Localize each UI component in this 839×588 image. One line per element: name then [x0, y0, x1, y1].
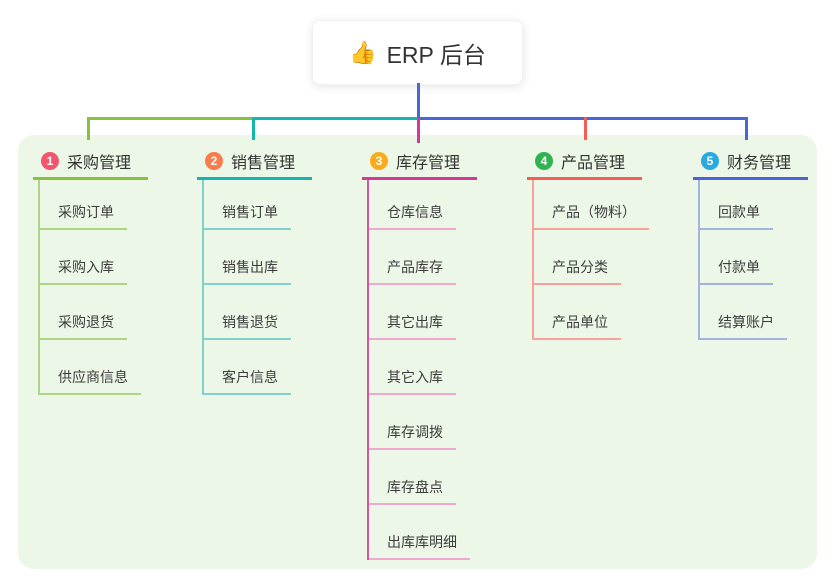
connector-drop-inventory: [417, 117, 420, 143]
node-product-stock[interactable]: 产品库存: [367, 257, 456, 285]
connector-drop-purchase: [87, 117, 90, 140]
node-purchase-return[interactable]: 采购退货: [38, 312, 127, 340]
node-stock-count[interactable]: 库存盘点: [367, 477, 456, 505]
node-settlement-account[interactable]: 结算账户: [698, 312, 787, 340]
node-stock-transfer[interactable]: 库存调拨: [367, 422, 456, 450]
node-customer-info[interactable]: 客户信息: [202, 367, 291, 395]
branch-product: 4 产品管理 产品（物料） 产品分类 产品单位: [527, 150, 697, 340]
node-other-outbound[interactable]: 其它出库: [367, 312, 456, 340]
node-product-unit[interactable]: 产品单位: [532, 312, 621, 340]
badge-5: 5: [701, 151, 719, 170]
branch-inventory-children: 仓库信息 产品库存 其它出库 其它入库 库存调拨 库存盘点 出库库明细: [367, 180, 532, 560]
branch-product-label: 产品管理: [561, 154, 626, 172]
branch-finance-label: 财务管理: [727, 154, 792, 172]
badge-4: 4: [535, 151, 553, 170]
node-product-material[interactable]: 产品（物料）: [532, 202, 649, 230]
branch-inventory-stem: [367, 180, 369, 560]
connector-horizontal-purchase: [87, 117, 254, 120]
connector-horizontal-finance: [417, 117, 748, 120]
branches-panel: [18, 135, 817, 569]
badge-2: 2: [205, 151, 223, 170]
node-outbound-detail[interactable]: 出库库明细: [367, 532, 470, 560]
node-payment-bill[interactable]: 付款单: [698, 257, 773, 285]
node-sales-order[interactable]: 销售订单: [202, 202, 291, 230]
branch-purchase-label: 采购管理: [67, 154, 132, 172]
node-warehouse-info[interactable]: 仓库信息: [367, 202, 456, 230]
branch-finance-stem: [698, 180, 700, 340]
branch-product-stem: [532, 180, 534, 340]
badge-1: 1: [41, 151, 59, 170]
connector-horizontal-sales: [252, 117, 418, 120]
branch-purchase-children: 采购订单 采购入库 采购退货 供应商信息: [38, 180, 203, 395]
connector-drop-product: [584, 117, 587, 140]
thumbs-up-icon: 👍: [349, 39, 377, 65]
branch-sales-stem: [202, 180, 204, 395]
branch-purchase-node[interactable]: 1 采购管理: [33, 150, 148, 180]
root-node[interactable]: 👍 ERP 后台: [312, 20, 523, 85]
branch-finance-children: 回款单 付款单 结算账户: [698, 180, 839, 340]
branch-sales-node[interactable]: 2 销售管理: [197, 150, 312, 180]
branch-purchase: 1 采购管理 采购订单 采购入库 采购退货 供应商信息: [33, 150, 203, 395]
branch-sales: 2 销售管理 销售订单 销售出库 销售退货 客户信息: [197, 150, 367, 395]
branch-inventory-label: 库存管理: [396, 154, 461, 172]
node-other-inbound[interactable]: 其它入库: [367, 367, 456, 395]
node-product-category[interactable]: 产品分类: [532, 257, 621, 285]
branch-finance: 5 财务管理 回款单 付款单 结算账户: [693, 150, 839, 340]
branch-inventory-node[interactable]: 3 库存管理: [362, 150, 477, 180]
node-supplier-info[interactable]: 供应商信息: [38, 367, 141, 395]
badge-3: 3: [370, 151, 388, 170]
root-stem-line: [417, 83, 420, 120]
node-purchase-order[interactable]: 采购订单: [38, 202, 127, 230]
node-sales-outbound[interactable]: 销售出库: [202, 257, 291, 285]
branch-sales-children: 销售订单 销售出库 销售退货 客户信息: [202, 180, 367, 395]
branch-sales-label: 销售管理: [231, 154, 296, 172]
node-sales-return[interactable]: 销售退货: [202, 312, 291, 340]
connector-drop-sales: [252, 117, 255, 140]
root-title: ERP 后台: [386, 41, 486, 68]
node-receipt-bill[interactable]: 回款单: [698, 202, 773, 230]
branch-product-children: 产品（物料） 产品分类 产品单位: [532, 180, 697, 340]
node-purchase-inbound[interactable]: 采购入库: [38, 257, 127, 285]
branch-product-node[interactable]: 4 产品管理: [527, 150, 642, 180]
branch-inventory: 3 库存管理 仓库信息 产品库存 其它出库 其它入库 库存调拨 库存盘点 出库库…: [362, 150, 532, 560]
branch-finance-node[interactable]: 5 财务管理: [693, 150, 808, 180]
connector-drop-finance: [745, 117, 748, 140]
branch-purchase-stem: [38, 180, 40, 395]
